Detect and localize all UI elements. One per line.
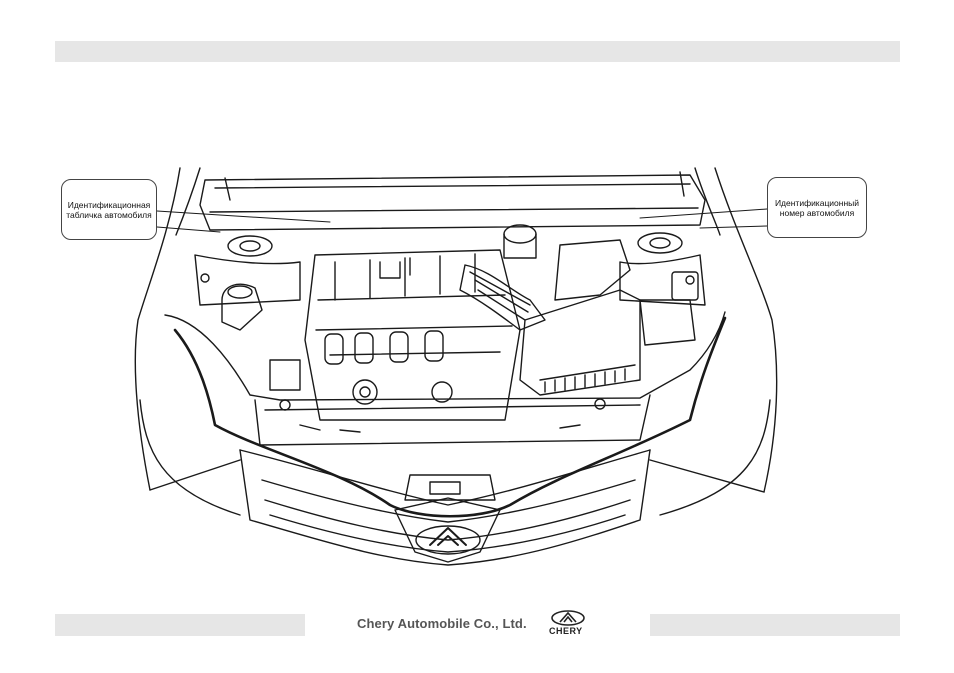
logo-wordmark: CHERY: [549, 626, 583, 636]
vin-callout: Идентификационный номер автомобиля: [767, 177, 867, 238]
footer-bar-left: [55, 614, 305, 636]
footer-bar-right: [650, 614, 900, 636]
company-name: Chery Automobile Co., Ltd.: [357, 616, 527, 631]
vehicle-plate-callout: Идентификационная табличка автомобиля: [61, 179, 157, 240]
